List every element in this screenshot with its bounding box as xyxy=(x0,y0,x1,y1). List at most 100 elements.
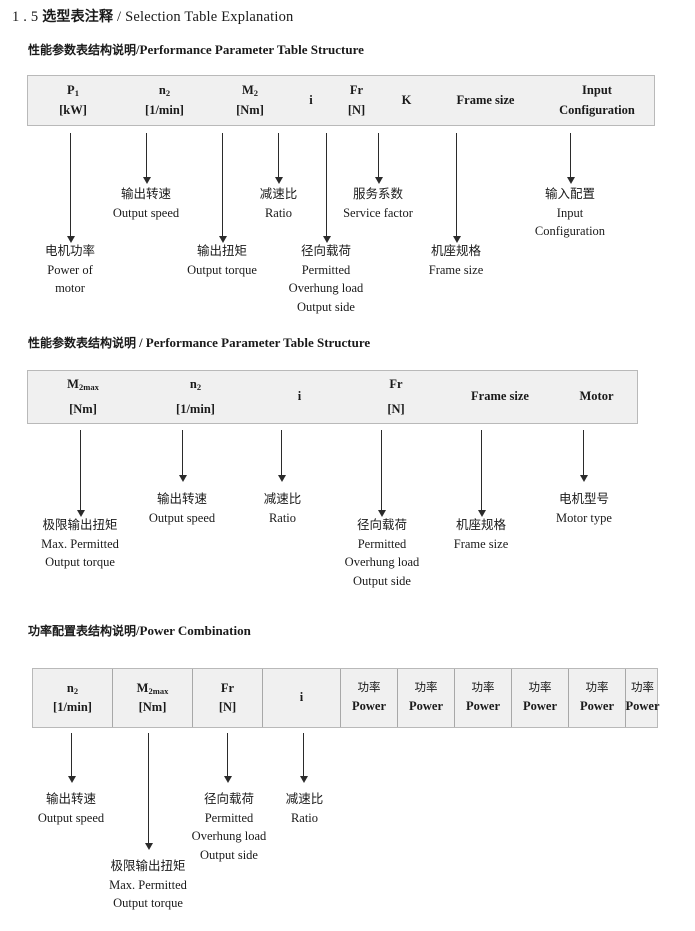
table2-col-n2-symbol: n2 xyxy=(189,376,202,392)
table1-col-input-line1: Input xyxy=(582,83,612,98)
table3-label-overhung-load-en3: Output side xyxy=(200,847,258,862)
table3-col-n2-unit: [1/min] xyxy=(53,700,92,714)
table3-col-fr-unit: [N] xyxy=(218,700,237,714)
table3-label-max-torque-cn: 极限输出扭矩 xyxy=(110,858,186,873)
table1-label-overhung-load: 径向载荷 Permitted Overhung load Output side xyxy=(268,242,384,316)
table3-col-power-4-en: Power xyxy=(522,699,557,714)
section-2-heading: 性能参数表结构说明 / Performance Parameter Table … xyxy=(28,334,370,351)
table3-col-power-3: 功率 Power xyxy=(455,669,512,727)
table1-col-k-symbol: K xyxy=(401,92,412,107)
table2-label-motor-type: 电机型号 Motor type xyxy=(534,490,634,527)
table2-label-max-torque-en2: Output torque xyxy=(45,555,115,569)
table1-label-overhung-load-en2: Overhung load xyxy=(288,281,364,295)
section-number: 1 . 5 xyxy=(12,9,39,25)
table3-col-power-1-en: Power xyxy=(351,699,386,714)
table3-col-n2-symbol: n2 xyxy=(66,680,79,696)
table3-col-i: i xyxy=(263,669,341,727)
table1-col-m2-symbol: M2 xyxy=(241,83,259,99)
table2-col-i: i xyxy=(253,371,346,423)
table3-col-i-symbol: i xyxy=(299,690,304,705)
table3-col-power-2: 功率 Power xyxy=(398,669,455,727)
table1-col-i-symbol: i xyxy=(309,92,313,107)
table1-col-i: i xyxy=(289,76,333,125)
page-title-en: Selection Table Explanation xyxy=(125,9,294,25)
table2-label-ratio-en1: Ratio xyxy=(268,510,297,525)
table2-label-max-torque-cn: 极限输出扭矩 xyxy=(42,517,118,532)
table1-label-input-configuration-en2: Configuration xyxy=(534,224,606,238)
table2-col-n2-unit: [1/min] xyxy=(176,402,215,416)
table1-label-output-speed-en1: Output speed xyxy=(112,205,180,220)
performance-parameter-table-1: P1 [kW] n2 [1/min] M2 [Nm] i Fr [N] K Fr… xyxy=(27,75,655,126)
table2-label-overhung-load: 径向载荷 Permitted Overhung load Output side xyxy=(324,516,440,590)
section-2-heading-sep: / xyxy=(139,336,143,350)
section-1-heading-cn: 性能参数表结构说明 xyxy=(28,43,137,57)
table3-col-power-4-cn: 功率 xyxy=(528,680,552,695)
table1-label-overhung-load-en1: Permitted xyxy=(301,262,351,277)
table1-col-fr-unit: [N] xyxy=(347,102,366,117)
table3-label-overhung-load-cn: 径向载荷 xyxy=(203,791,254,806)
table1-label-overhung-load-cn: 径向载荷 xyxy=(300,243,351,258)
table2-label-motor-type-cn: 电机型号 xyxy=(558,491,609,506)
table1-label-output-speed: 输出转速 Output speed xyxy=(96,185,196,222)
page-title-separator: / xyxy=(117,9,122,25)
section-2-heading-cn: 性能参数表结构说明 xyxy=(28,336,137,350)
table3-col-power-1: 功率 Power xyxy=(341,669,398,727)
table3-col-power-2-en: Power xyxy=(408,699,443,714)
table2-col-fr: Fr [N] xyxy=(346,371,446,423)
table1-label-ratio: 减速比 Ratio xyxy=(236,185,321,222)
table1-col-input-configuration: Input Configuration xyxy=(538,76,656,125)
table3-col-power-5: 功率 Power xyxy=(569,669,626,727)
table1-col-p1-unit: [kW] xyxy=(59,102,87,117)
table3-label-ratio: 减速比 Ratio xyxy=(262,790,347,827)
table3-label-ratio-cn: 减速比 xyxy=(285,791,324,806)
table3-col-power-5-en: Power xyxy=(579,699,614,714)
table1-label-frame-size-en1: Frame size xyxy=(428,262,484,277)
table2-label-ratio-cn: 减速比 xyxy=(263,491,302,506)
table1-col-p1: P1 [kW] xyxy=(28,76,118,125)
table1-label-output-speed-cn: 输出转速 xyxy=(120,186,171,201)
table3-label-max-torque-en1: Max. Permitted xyxy=(109,877,187,892)
table3-label-max-permitted-output-torque: 极限输出扭矩 Max. Permitted Output torque xyxy=(88,857,208,913)
table3-col-power-6-en: Power xyxy=(625,699,660,714)
table2-label-output-speed-cn: 输出转速 xyxy=(156,491,207,506)
table1-label-service-factor-en1: Service factor xyxy=(343,205,413,220)
table2-label-frame-size: 机座规格 Frame size xyxy=(429,516,533,553)
table2-col-m2max-symbol: M2max xyxy=(67,376,99,392)
table1-label-power-of-motor-en1: Power of xyxy=(47,262,93,277)
table3-col-fr: Fr [N] xyxy=(193,669,263,727)
table1-col-n2-unit: [1/min] xyxy=(145,102,184,117)
table3-label-ratio-en1: Ratio xyxy=(290,810,319,825)
table1-label-power-of-motor: 电机功率 Power of motor xyxy=(20,242,120,298)
table1-label-service-factor: 服务系数 Service factor xyxy=(322,185,434,222)
table2-label-frame-size-en1: Frame size xyxy=(453,536,509,551)
table3-label-output-speed-en1: Output speed xyxy=(37,810,105,825)
table3-col-power-5-cn: 功率 xyxy=(585,680,609,695)
table1-col-fr: Fr [N] xyxy=(333,76,380,125)
table3-col-power-4: 功率 Power xyxy=(512,669,569,727)
table1-label-power-of-motor-cn: 电机功率 xyxy=(44,243,95,258)
table1-col-fr-symbol: Fr xyxy=(349,83,364,98)
table2-label-ratio: 减速比 Ratio xyxy=(240,490,325,527)
table2-label-motor-type-en1: Motor type xyxy=(556,510,612,525)
table1-col-p1-symbol: P1 xyxy=(67,83,79,99)
table2-col-frame-size: Frame size xyxy=(446,371,554,423)
table2-label-max-torque-en1: Max. Permitted xyxy=(41,536,119,551)
table3-col-power-3-en: Power xyxy=(465,699,500,714)
section-3-heading-sep: / xyxy=(136,624,140,638)
table2-label-max-permitted-output-torque: 极限输出扭矩 Max. Permitted Output torque xyxy=(20,516,140,572)
table1-label-output-torque-en1: Output torque xyxy=(187,262,257,277)
performance-parameter-table-2: M2max [Nm] n2 [1/min] i Fr [N] Frame siz… xyxy=(27,370,638,424)
table3-col-power-2-cn: 功率 xyxy=(414,680,438,695)
table3-col-power-1-cn: 功率 xyxy=(357,680,381,695)
table1-label-frame-size: 机座规格 Frame size xyxy=(404,242,508,279)
table2-label-frame-size-cn: 机座规格 xyxy=(455,517,506,532)
table1-label-output-torque-cn: 输出扭矩 xyxy=(196,243,247,258)
table3-label-overhung-load: 径向载荷 Permitted Overhung load Output side xyxy=(171,790,287,864)
table1-label-overhung-load-en3: Output side xyxy=(297,299,355,314)
table3-col-power-6: 功率 Power xyxy=(625,669,660,727)
section-3-heading-en: Power Combination xyxy=(139,623,251,638)
table3-label-overhung-load-en1: Permitted xyxy=(204,810,254,825)
table2-col-frame-size-label: Frame size xyxy=(471,389,529,404)
page-title: 1 . 5 选型表注释 / Selection Table Explanatio… xyxy=(12,6,294,26)
